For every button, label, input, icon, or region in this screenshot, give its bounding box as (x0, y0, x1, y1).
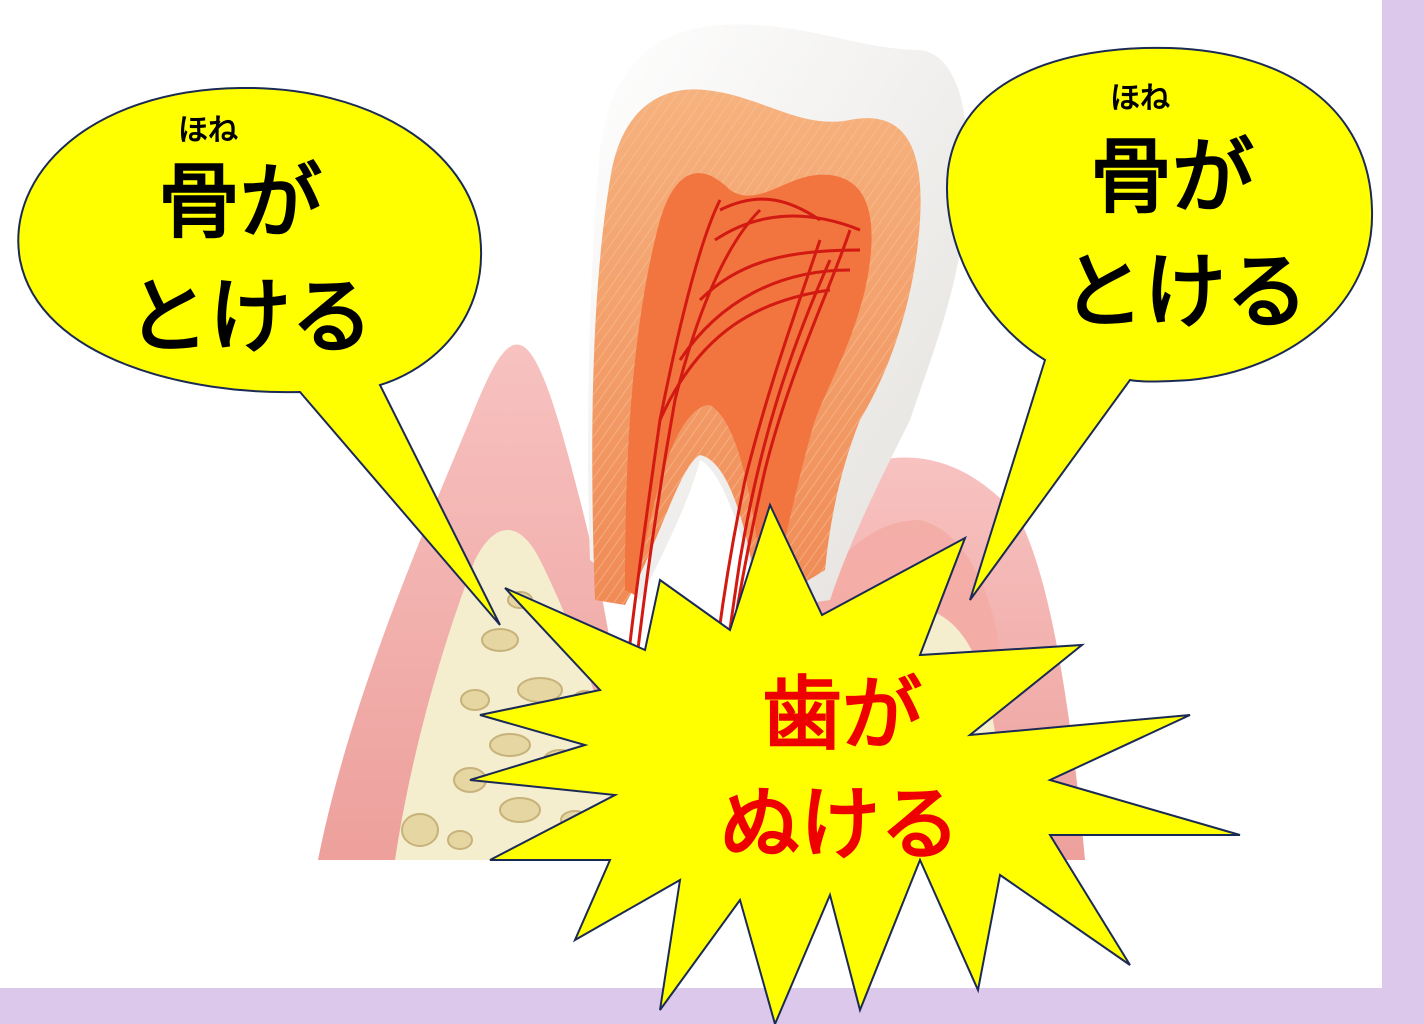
left-line1: 骨が (158, 155, 322, 250)
tooth-pulp (625, 173, 872, 595)
left-ruby: ほね (178, 113, 238, 148)
burst-line2: ぬける (720, 778, 960, 871)
right-line1: 骨が (1090, 130, 1254, 225)
right-ruby: ほね (1110, 81, 1170, 116)
left-line2: とける (127, 270, 373, 365)
speech-bubble-right (946, 46, 1374, 601)
burst-shape (469, 502, 1241, 1024)
speech-bubble-left (17, 86, 501, 626)
burst-line1: 歯が (762, 668, 922, 761)
right-line2: とける (1062, 245, 1308, 340)
